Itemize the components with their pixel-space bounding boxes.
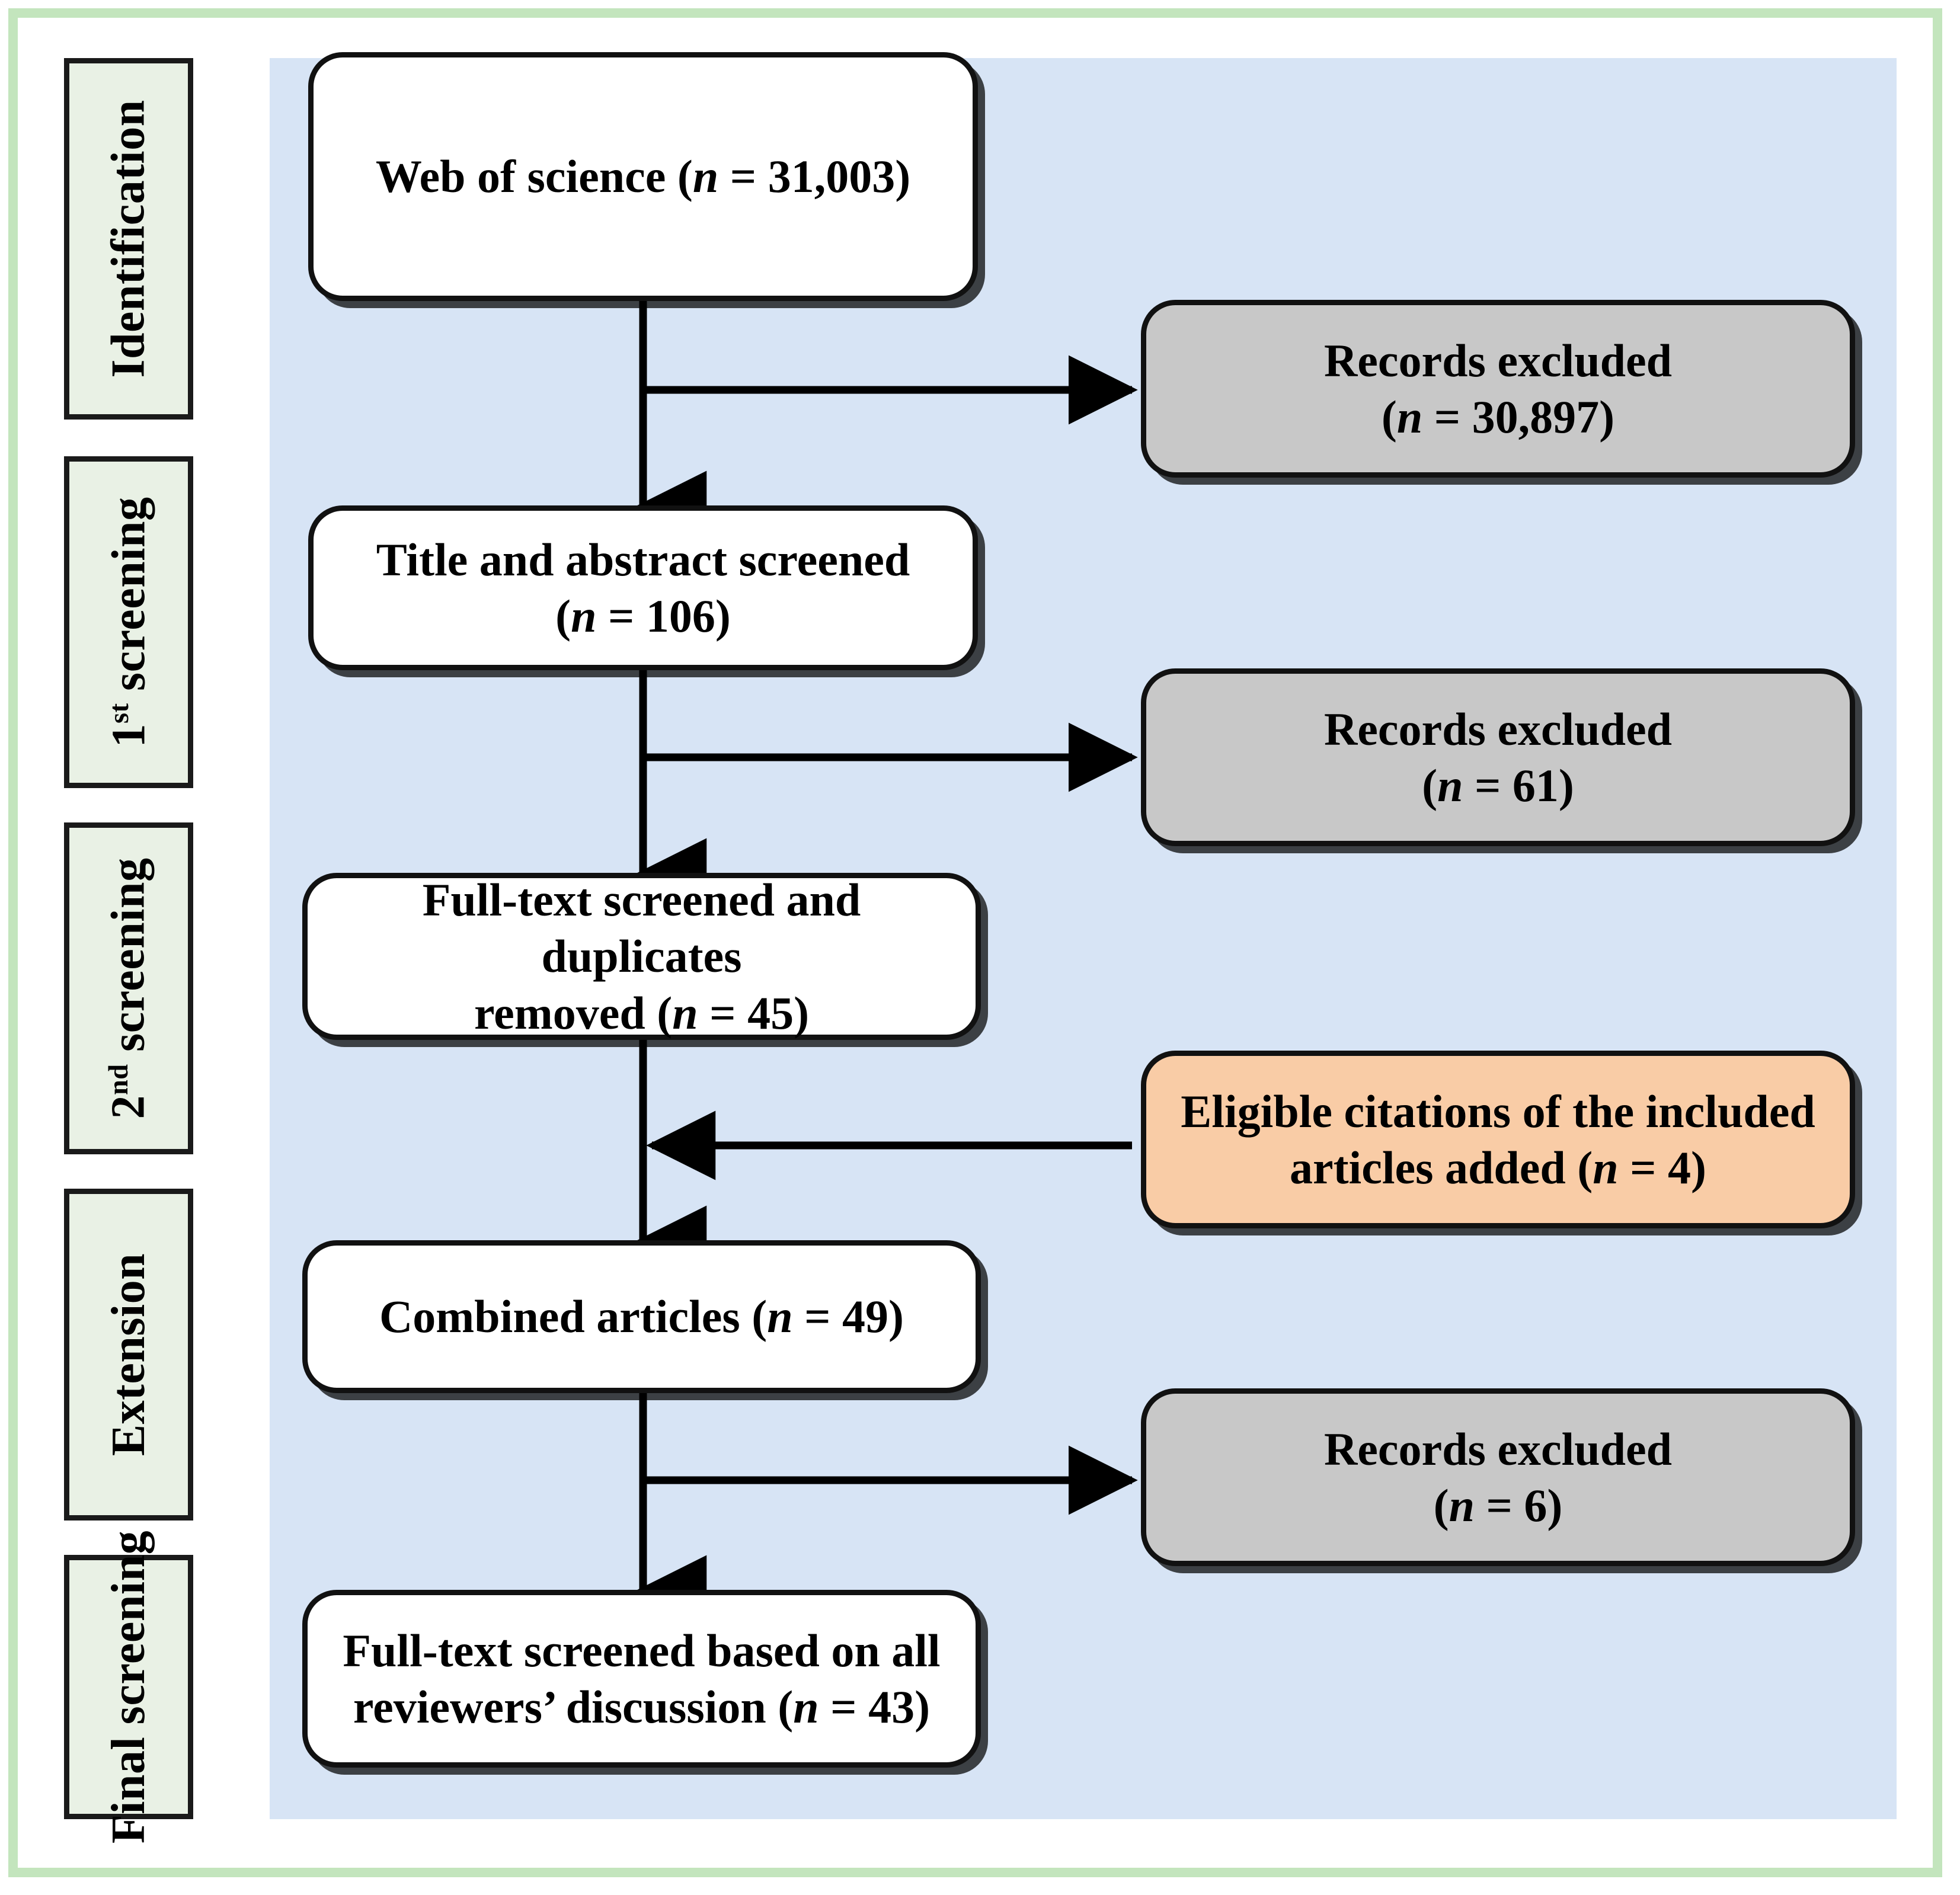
eligible-italic-n: n [1593,1142,1619,1193]
excluded1-line1: Records excluded [1323,334,1673,386]
node-full-text-duplicates-text: Full-text screened and duplicates remove… [335,872,948,1041]
title-line2-post: = 106) [596,590,731,642]
title-line1: Title and abstract screened [376,533,910,585]
node-final-full-text[interactable]: Full-text screened based on all reviewer… [302,1590,981,1768]
node-full-text-duplicates[interactable]: Full-text screened and duplicates remove… [302,873,981,1040]
node-records-excluded-3-text: Records excluded (n = 6) [1324,1421,1672,1534]
excluded1-italic-n: n [1396,391,1423,443]
stage-suffix-first: screening [103,497,155,703]
fulltext-line2-pre: removed ( [474,987,673,1039]
excluded2-italic-n: n [1437,760,1463,811]
node-records-excluded-3[interactable]: Records excluded (n = 6) [1141,1388,1855,1566]
fulltext-line1: Full-text screened and duplicates [422,874,861,982]
node-title-abstract-screened[interactable]: Title and abstract screened (n = 106) [308,505,978,670]
excluded2-line2-post: = 61) [1463,760,1574,811]
node-final-full-text-text: Full-text screened based on all reviewer… [343,1622,940,1735]
stage-sup-second: nd [104,1064,135,1096]
final-line2-post: = 43) [818,1681,931,1733]
stage-box-extension: Extension [64,1189,193,1521]
excluded3-line1: Records excluded [1323,1423,1673,1475]
node-eligible-citations-text: Eligible citations of the included artic… [1181,1083,1815,1196]
node-combined-articles-text: Combined articles (n = 49) [379,1288,904,1345]
stage-sup-first: st [104,703,135,724]
stage-label-second-screening: 2nd screening [103,857,155,1119]
node-eligible-citations[interactable]: Eligible citations of the included artic… [1141,1051,1855,1228]
excluded3-line2-pre: ( [1433,1480,1449,1531]
stage-label-final-screening: Final screening [103,1530,155,1844]
excluded1-line2-post: = 30,897) [1422,391,1615,443]
excluded3-italic-n: n [1449,1480,1475,1531]
node-records-excluded-1-text: Records excluded (n = 30,897) [1324,332,1672,445]
excluded2-line2-pre: ( [1422,760,1438,811]
excluded2-line1: Records excluded [1323,703,1673,755]
combined-italic-n: n [767,1291,793,1343]
title-line2-pre: ( [555,590,571,642]
final-italic-n: n [793,1681,819,1733]
wos-text-pre: Web of science ( [375,151,693,203]
eligible-line2-pre: articles added ( [1289,1142,1593,1193]
excluded1-line2-pre: ( [1381,391,1397,443]
fulltext-line2-post: = 45) [698,987,810,1039]
flow-connectors [637,301,1138,1625]
node-title-abstract-text: Title and abstract screened (n = 106) [376,532,910,644]
node-records-excluded-2-text: Records excluded (n = 61) [1324,701,1672,814]
flow-diagram-panel: Web of science (n = 31,003) Title and ab… [270,52,1897,1819]
stage-prefix-second: 2 [103,1095,155,1119]
node-web-of-science[interactable]: Web of science (n = 31,003) [308,52,978,301]
title-italic-n: n [571,590,597,642]
node-records-excluded-1[interactable]: Records excluded (n = 30,897) [1141,300,1855,478]
combined-line1-pre: Combined articles ( [379,1291,768,1343]
stage-prefix-first: 1 [103,723,155,748]
stage-suffix-second: screening [103,857,155,1064]
stage-box-final-screening: Final screening [64,1531,193,1843]
final-line1: Full-text screened based on all [343,1624,941,1676]
stage-box-second-screening: 2nd screening [64,822,193,1154]
eligible-line2-post: = 4) [1618,1142,1707,1193]
final-line2-pre: reviewers’ discussion ( [353,1681,794,1733]
node-records-excluded-2[interactable]: Records excluded (n = 61) [1141,668,1855,846]
stage-label-first-screening: 1st screening [103,497,155,748]
stage-box-first-screening: 1st screening [64,456,193,788]
excluded3-line2-post: = 6) [1474,1480,1563,1531]
wos-text-post: = 31,003) [718,151,911,203]
fulltext-italic-n: n [672,987,698,1039]
eligible-line1: Eligible citations of the included [1181,1085,1815,1137]
stage-label-identification: Identification [103,100,155,378]
stage-label-column: Identification 1st screening 2nd screeni… [64,58,194,1843]
stage-box-identification: Identification [64,58,193,420]
combined-line1-post: = 49) [792,1291,904,1343]
wos-italic-n: n [692,151,719,203]
node-combined-articles[interactable]: Combined articles (n = 49) [302,1240,981,1393]
stage-label-extension: Extension [103,1253,155,1457]
node-web-of-science-text: Web of science (n = 31,003) [376,148,910,204]
